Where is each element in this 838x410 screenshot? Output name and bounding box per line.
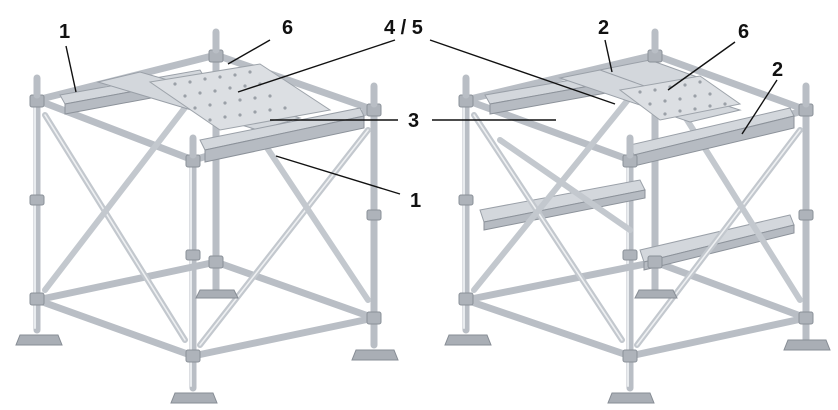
label-right-2-top: 2 — [598, 17, 609, 39]
label-left-1-top: 1 — [59, 21, 70, 43]
right-scaffold-tower — [444, 28, 831, 404]
right-plate-holes — [638, 80, 727, 116]
label-right-2-side: 2 — [772, 59, 783, 81]
label-left-6: 6 — [282, 17, 293, 39]
callout-labels: 1 6 4 / 5 3 1 2 6 2 — [59, 17, 783, 212]
label-left-1-bottom: 1 — [410, 190, 421, 212]
left-scaffold-tower — [15, 28, 399, 404]
left-plate-holes — [173, 70, 287, 122]
leader-lines — [65, 39, 778, 195]
label-3: 3 — [408, 110, 419, 132]
label-4-5: 4 / 5 — [384, 17, 423, 39]
label-right-6: 6 — [738, 21, 749, 43]
